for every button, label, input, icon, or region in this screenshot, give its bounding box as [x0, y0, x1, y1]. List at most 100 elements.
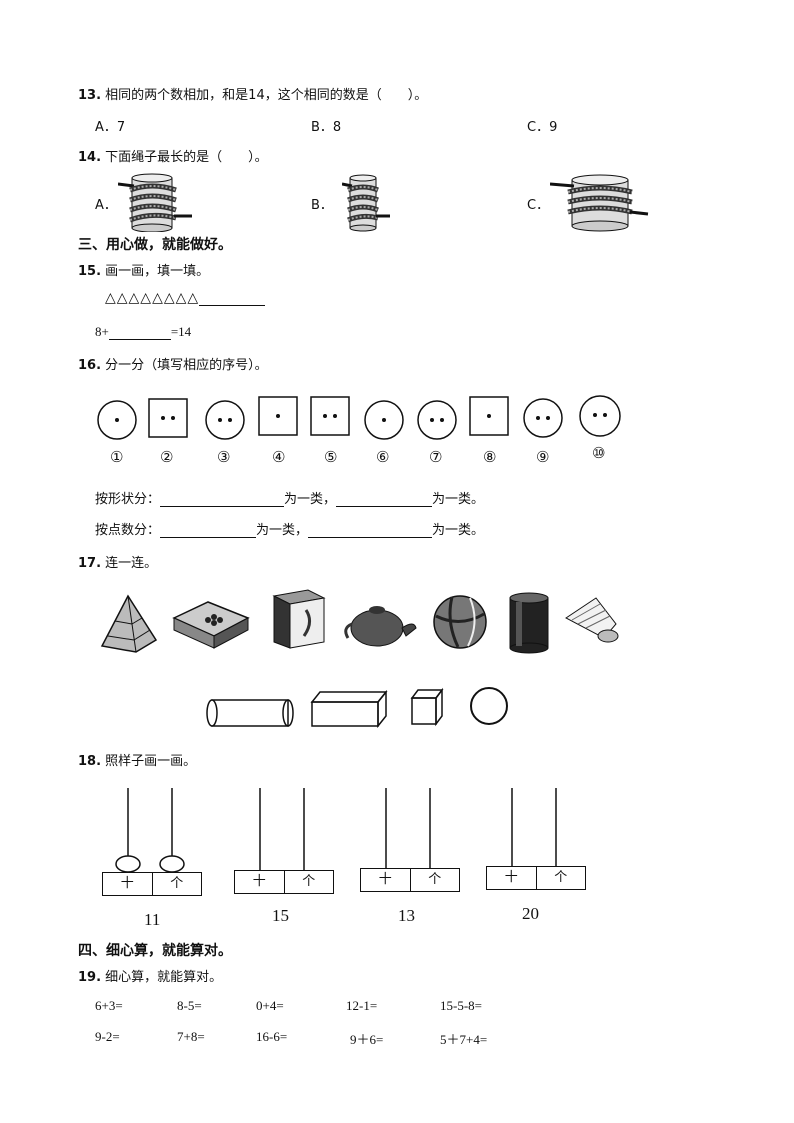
teapot-image — [344, 606, 417, 647]
pyramid-cube-image — [100, 594, 158, 653]
question-number: 14. — [78, 150, 102, 165]
place-value-base: 十 个 — [102, 872, 202, 896]
calc-item[interactable]: 15-5-8= — [440, 998, 482, 1013]
cylinder-shape — [206, 699, 294, 727]
shape-7-circle-two-dots — [417, 400, 457, 440]
line-end: 为一类。 — [432, 492, 485, 507]
line-label: 按点数分： — [95, 523, 161, 538]
question-text: 下面绳子最长的是（ ）。 — [105, 150, 268, 165]
answer-blank[interactable] — [108, 325, 171, 340]
shape-3-circle-two-dots — [205, 400, 245, 440]
shuttlecock-image — [565, 597, 619, 643]
calc-item[interactable]: 5＋7+4= — [440, 1032, 488, 1047]
question-13: 13. 相同的两个数相加，和是14，这个相同的数是（ ）。 — [78, 84, 427, 103]
triangles-row: △△△△△△△△ — [105, 290, 266, 306]
ball-image — [433, 595, 487, 649]
shape-label: ⑥ — [376, 448, 390, 466]
shape-label: ⑧ — [483, 448, 497, 466]
section-heading: 四、细心算，就能算对。 — [78, 943, 232, 959]
calc-item[interactable]: 6+3= — [95, 998, 123, 1013]
option-c[interactable]: C． — [527, 198, 550, 213]
shape-label: ⑩ — [592, 444, 606, 462]
tens-label: 十 — [103, 873, 153, 895]
question-15: 15. 画一画，填一填。 — [78, 260, 209, 279]
answer-blank[interactable] — [160, 523, 257, 538]
tens-label: 十 — [235, 871, 285, 893]
shape-label: ⑤ — [324, 448, 338, 466]
question-number: 13. — [78, 88, 102, 103]
place-value-base: 十 个 — [486, 866, 586, 890]
equation-right: =14 — [170, 324, 192, 339]
milk-carton-image — [272, 589, 326, 649]
calc-item[interactable]: 8-5= — [177, 998, 202, 1013]
option-b[interactable]: B． — [311, 198, 333, 213]
question-text: 分一分（填写相应的序号）。 — [105, 358, 268, 373]
abacus-rods — [511, 788, 557, 866]
question-number: 15. — [78, 264, 102, 279]
rope-cylinder-b-image — [342, 174, 390, 232]
shape-1-circle-one-dot — [97, 400, 137, 440]
abacus-3[interactable]: 十 个 — [358, 786, 462, 894]
abacus-rods — [115, 788, 185, 873]
section-heading: 三、用心做，就能做好。 — [78, 237, 232, 253]
abacus-number: 20 — [522, 904, 539, 923]
shape-6-circle-one-dot — [364, 400, 404, 440]
shapes-row — [97, 395, 621, 440]
classify-by-shape: 按形状分：为一类，为一类。 — [95, 488, 484, 507]
abacus-2[interactable]: 十 个 — [232, 786, 336, 894]
answer-blank[interactable] — [336, 492, 433, 507]
abacus-4[interactable]: 十 个 — [484, 786, 588, 894]
question-text: 照样子画一画。 — [105, 754, 197, 769]
line-mid: 为一类， — [256, 523, 309, 538]
option-a[interactable]: A． — [95, 198, 117, 213]
objects-row — [100, 589, 619, 654]
sphere-shape — [470, 687, 508, 725]
shape-label: ③ — [217, 448, 231, 466]
question-number: 18. — [78, 754, 102, 769]
calc-item[interactable]: 9＋6= — [350, 1032, 384, 1047]
question-14: 14. 下面绳子最长的是（ ）。 — [78, 146, 268, 165]
question-18: 18. 照样子画一画。 — [78, 750, 196, 769]
equation-left: 8+ — [95, 324, 109, 339]
ones-label: 个 — [302, 874, 316, 889]
option-c[interactable]: C．9 — [527, 120, 558, 135]
ones-label: 个 — [170, 876, 184, 891]
shape-label: ⑨ — [536, 448, 550, 466]
question-19: 19. 细心算，就能算对。 — [78, 966, 222, 985]
calc-item[interactable]: 16-6= — [256, 1029, 288, 1044]
option-a[interactable]: A．7 — [95, 120, 126, 135]
bead — [115, 855, 141, 873]
solids-row — [206, 687, 508, 728]
abacus-rods — [385, 788, 431, 868]
answer-blank[interactable] — [160, 492, 285, 507]
tens-label: 十 — [361, 869, 411, 891]
calc-item[interactable]: 12-1= — [346, 998, 378, 1013]
triangles: △△△△△△△△ — [105, 290, 200, 306]
shape-label: ④ — [272, 448, 286, 466]
place-value-base: 十 个 — [234, 870, 334, 894]
rope-cylinder-c-image — [550, 174, 649, 232]
cuboid-shape — [310, 689, 388, 728]
question-number: 16. — [78, 358, 102, 373]
question-text: 相同的两个数相加，和是14，这个相同的数是（ ）。 — [105, 88, 428, 103]
tens-label: 十 — [487, 867, 537, 889]
calc-item[interactable]: 0+4= — [256, 998, 284, 1013]
abacus-number: 15 — [272, 906, 289, 925]
shape-5-square-two-dots — [310, 396, 350, 436]
shape-labels: ① ② ③ ④ ⑤ ⑥ ⑦ ⑧ ⑨ ⑩ — [0, 444, 794, 470]
calc-item[interactable]: 9-2= — [95, 1029, 120, 1044]
box-image — [172, 601, 250, 649]
answer-blank[interactable] — [199, 291, 266, 306]
answer-blank[interactable] — [308, 523, 433, 538]
shape-4-square-one-dot — [258, 396, 298, 436]
bead — [159, 855, 185, 873]
classify-by-dots: 按点数分：为一类，为一类。 — [95, 519, 484, 538]
calc-item[interactable]: 7+8= — [177, 1029, 205, 1044]
option-b[interactable]: B．8 — [311, 120, 342, 135]
question-16: 16. 分一分（填写相应的序号）。 — [78, 354, 268, 373]
abacus-number: 13 — [398, 906, 415, 925]
ones-label: 个 — [428, 872, 442, 887]
shape-8-square-one-dot — [469, 396, 509, 436]
place-value-base: 十 个 — [360, 868, 460, 892]
rope-cylinder-a-image — [118, 173, 192, 232]
